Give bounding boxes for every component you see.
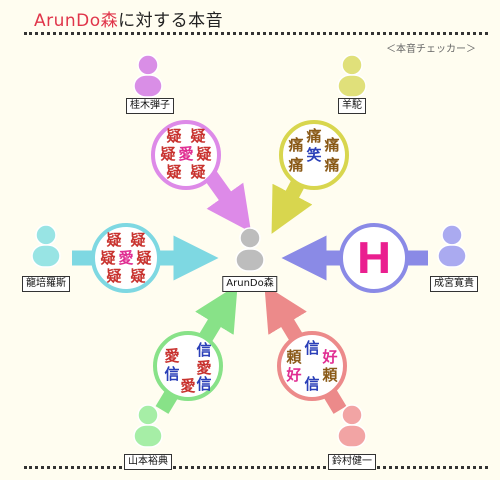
badge-p1: 疑 疑 疑 愛 疑 疑 疑 xyxy=(151,120,221,190)
person-icon-p2 xyxy=(337,54,367,98)
badge-p6-char-4: 頼 xyxy=(321,366,338,384)
badge-p3-char-3: 疑 xyxy=(100,249,115,267)
badge-p5-char-6: 愛 xyxy=(180,377,195,395)
title-brand: ArunDo森 xyxy=(34,11,119,31)
page-title: ArunDo森に対する本音 xyxy=(34,6,223,31)
bottom-divider xyxy=(24,466,488,469)
top-divider xyxy=(24,32,488,35)
badge-p6-char-5: 好 xyxy=(285,366,301,384)
badge-p2-char-1: 痛 xyxy=(305,127,321,145)
badge-p6: 信 頼 好 頼 好 信 xyxy=(277,331,347,401)
badge-p6-char-6: 信 xyxy=(304,375,319,393)
badge-p2-char-5: 痛 xyxy=(287,156,303,174)
badge-p4: H xyxy=(339,223,409,293)
badge-p1-char-5: 疑 xyxy=(196,145,211,163)
badge-p4-letter: H xyxy=(356,234,393,285)
badge-p1-char-4: 愛 xyxy=(178,145,193,163)
person-label-p6: 鈴村健一 xyxy=(328,454,376,470)
person-icon-p6 xyxy=(337,404,367,448)
badge-p3-char-4: 愛 xyxy=(118,249,133,267)
badge-p1-char-7: 疑 xyxy=(190,163,205,181)
person-label-p4: 成宮寛貴 xyxy=(430,276,478,292)
badge-p3-char-1: 疑 xyxy=(106,231,121,249)
badge-p3-char-5: 疑 xyxy=(136,249,151,267)
badge-p2-char-3: 痛 xyxy=(323,136,339,154)
badge-p3-char-2: 疑 xyxy=(130,231,145,249)
badge-p6-char-2: 頼 xyxy=(285,348,302,366)
badge-p1-char-6: 疑 xyxy=(166,163,181,181)
person-label-p3: 龍培羅斯 xyxy=(22,276,70,292)
badge-p1-char-1: 疑 xyxy=(166,127,181,145)
badge-p5-char-2: 愛 xyxy=(164,347,179,365)
person-label-p5: 山本裕典 xyxy=(124,454,172,470)
person-label-p1: 桂木弾子 xyxy=(126,98,174,114)
badge-p5-char-5: 信 xyxy=(196,375,211,393)
badge-p5-char-4: 信 xyxy=(164,365,179,383)
badge-p1-char-2: 疑 xyxy=(190,127,205,145)
badge-p5-char-3: 愛 xyxy=(196,359,211,377)
center-name-label: ArunDo森 xyxy=(222,276,278,292)
title-rest: に対する本音 xyxy=(118,11,224,31)
center-person-icon xyxy=(235,227,265,272)
person-label-p2: 羊駝 xyxy=(338,98,366,114)
badge-p3-char-6: 疑 xyxy=(106,267,121,285)
badge-p5: 信 愛 愛 信 信 愛 xyxy=(153,331,223,401)
person-icon-p1 xyxy=(133,54,163,98)
badge-p5-char-1: 信 xyxy=(196,341,211,359)
person-icon-p5 xyxy=(133,404,163,448)
badge-p2-char-4: 笑 xyxy=(306,146,321,164)
badge-p2-char-2: 痛 xyxy=(287,136,303,154)
person-icon-p3 xyxy=(31,224,61,268)
badge-p3: 疑 疑 疑 愛 疑 疑 疑 xyxy=(91,223,161,293)
badge-p6-char-1: 信 xyxy=(304,339,319,357)
badge-p2-char-6: 痛 xyxy=(323,156,339,174)
badge-p2: 痛 痛 痛 笑 痛 痛 xyxy=(279,120,349,190)
badge-p6-char-3: 好 xyxy=(321,348,337,366)
badge-p3-char-7: 疑 xyxy=(130,267,145,285)
subtitle: ＜本音チェッカー＞ xyxy=(386,44,476,55)
person-icon-p4 xyxy=(437,224,467,268)
badge-p1-char-3: 疑 xyxy=(160,145,175,163)
